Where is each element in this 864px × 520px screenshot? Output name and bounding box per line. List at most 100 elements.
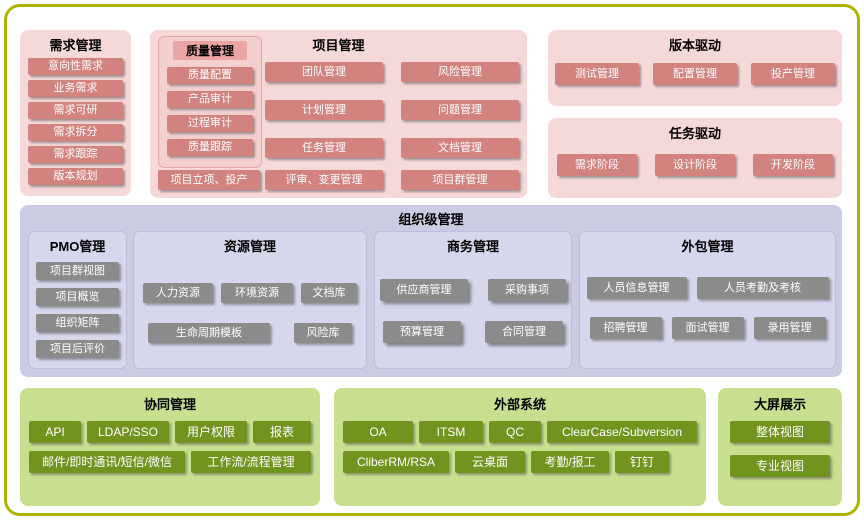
requirement-item-button[interactable]: 版本规划 <box>28 168 123 185</box>
pmo-title: PMO管理 <box>49 239 106 254</box>
panel-pmo: PMO管理 项目群视图 项目概览 组织矩阵 项目后评价 <box>28 231 127 369</box>
resource-item-button[interactable]: 环境资源 <box>221 283 293 303</box>
project-module-button[interactable]: 评审、变更管理 <box>265 170 383 190</box>
panel-external-systems: 外部系统 OA ITSM QC ClearCase/Subversion Cli… <box>334 388 706 506</box>
pmo-item-button[interactable]: 项目群视图 <box>36 262 119 280</box>
project-module-button[interactable]: 项目立项、投产 <box>158 170 260 190</box>
version-driven-title: 版本驱动 <box>668 38 721 53</box>
resource-row-2: 生命周期模板 风险库 <box>134 323 366 343</box>
requirement-item-button[interactable]: 业务需求 <box>28 80 123 97</box>
big-screen-view-button[interactable]: 整体视图 <box>730 421 830 443</box>
pmo-item-button[interactable]: 组织矩阵 <box>36 314 119 332</box>
pmo-item-button[interactable]: 项目后评价 <box>36 340 119 358</box>
project-module-button[interactable]: 风险管理 <box>401 62 519 82</box>
panel-requirements: 需求管理 意向性需求 业务需求 需求可研 需求拆分 需求跟踪 版本规划 <box>20 30 131 196</box>
panel-quality: 质量管理 质量配置 产品审计 过程审计 质量跟踪 <box>158 36 262 168</box>
outsourcing-item-button[interactable]: 面试管理 <box>671 317 744 339</box>
task-driven-button[interactable]: 需求阶段 <box>557 154 637 176</box>
collaboration-row-2: 邮件/即时通讯/短信/微信 工作流/流程管理 <box>20 451 320 473</box>
business-title: 商务管理 <box>446 239 499 254</box>
outsourcing-item-button[interactable]: 人员考勤及考核 <box>696 277 829 299</box>
requirement-item-button[interactable]: 意向性需求 <box>28 58 123 75</box>
external-system-button[interactable]: 云桌面 <box>455 451 525 473</box>
project-module-button[interactable]: 团队管理 <box>265 62 383 82</box>
panel-big-screen-display: 大屏展示 整体视图 专业视图 <box>718 388 842 506</box>
outsourcing-title: 外包管理 <box>681 239 734 254</box>
project-title: 项目管理 <box>312 38 365 53</box>
version-driven-list: 测试管理 配置管理 投产管理 <box>548 54 842 85</box>
version-driven-button[interactable]: 测试管理 <box>555 63 639 85</box>
requirement-item-button[interactable]: 需求拆分 <box>28 124 123 141</box>
big-screen-list: 整体视图 专业视图 <box>718 413 842 477</box>
outsourcing-row-1: 人员信息管理 人员考勤及考核 <box>580 277 835 299</box>
outsourcing-item-button[interactable]: 录用管理 <box>753 317 826 339</box>
external-system-button[interactable]: QC <box>489 421 541 443</box>
panel-collaboration: 协同管理 API LDAP/SSO 用户权限 报表 邮件/即时通讯/短信/微信 … <box>20 388 320 506</box>
resource-item-button[interactable]: 人力资源 <box>143 283 213 303</box>
collaboration-item-button[interactable]: 邮件/即时通讯/短信/微信 <box>29 451 185 473</box>
task-driven-button[interactable]: 开发阶段 <box>753 154 833 176</box>
outsourcing-row-2: 招聘管理 面试管理 录用管理 <box>580 317 835 339</box>
resource-item-button[interactable]: 文档库 <box>301 283 357 303</box>
requirement-item-button[interactable]: 需求跟踪 <box>28 146 123 163</box>
project-module-button[interactable]: 任务管理 <box>265 138 383 158</box>
big-screen-view-button[interactable]: 专业视图 <box>730 455 830 477</box>
panel-task-driven: 任务驱动 需求阶段 设计阶段 开发阶段 <box>548 118 842 198</box>
requirements-title: 需求管理 <box>49 38 102 53</box>
resource-item-button[interactable]: 生命周期模板 <box>148 323 270 343</box>
pmo-item-button[interactable]: 项目概览 <box>36 288 119 306</box>
outsourcing-item-button[interactable]: 人员信息管理 <box>586 277 687 299</box>
project-module-button[interactable]: 文档管理 <box>401 138 519 158</box>
external-system-button[interactable]: 考勤/报工 <box>531 451 609 473</box>
quality-item-button[interactable]: 质量跟踪 <box>167 139 253 156</box>
external-system-button[interactable]: ClearCase/Subversion <box>547 421 697 443</box>
external-system-button[interactable]: CliberRM/RSA <box>343 451 449 473</box>
quality-item-button[interactable]: 质量配置 <box>167 67 253 84</box>
external-system-button[interactable]: OA <box>343 421 413 443</box>
business-item-button[interactable]: 供应商管理 <box>380 279 468 301</box>
panel-version-driven: 版本驱动 测试管理 配置管理 投产管理 <box>548 30 842 106</box>
collaboration-title: 协同管理 <box>143 397 196 412</box>
panel-outsourcing: 外包管理 人员信息管理 人员考勤及考核 招聘管理 面试管理 录用管理 <box>579 231 836 369</box>
business-item-button[interactable]: 采购事项 <box>488 279 566 301</box>
project-module-button[interactable]: 项目群管理 <box>401 170 519 190</box>
external-row-2: CliberRM/RSA 云桌面 考勤/报工 钉钉 <box>334 451 706 473</box>
resource-title: 资源管理 <box>223 239 276 254</box>
requirement-item-button[interactable]: 需求可研 <box>28 102 123 119</box>
panel-organization: 组织级管理 PMO管理 项目群视图 项目概览 组织矩阵 项目后评价 资源管理 人… <box>20 205 842 377</box>
organization-title: 组织级管理 <box>398 212 464 227</box>
quality-item-button[interactable]: 产品审计 <box>167 91 253 108</box>
collaboration-item-button[interactable]: 工作流/流程管理 <box>191 451 311 473</box>
task-driven-list: 需求阶段 设计阶段 开发阶段 <box>548 142 842 176</box>
big-screen-title: 大屏展示 <box>753 397 806 412</box>
resource-row-1: 人力资源 环境资源 文档库 <box>134 283 366 303</box>
quality-item-button[interactable]: 过程审计 <box>167 115 253 132</box>
business-row-2: 预算管理 合同管理 <box>375 321 571 343</box>
project-module-button[interactable]: 计划管理 <box>265 100 383 120</box>
pmo-list: 项目群视图 项目概览 组织矩阵 项目后评价 <box>29 255 126 358</box>
external-systems-title: 外部系统 <box>493 397 546 412</box>
external-system-button[interactable]: ITSM <box>419 421 483 443</box>
project-module-grid: 团队管理 风险管理 计划管理 问题管理 任务管理 文档管理 <box>265 62 519 158</box>
requirements-list: 意向性需求 业务需求 需求可研 需求拆分 需求跟踪 版本规划 <box>20 54 131 185</box>
task-driven-title: 任务驱动 <box>668 126 721 141</box>
collaboration-item-button[interactable]: API <box>29 421 81 443</box>
business-item-button[interactable]: 合同管理 <box>485 321 563 343</box>
collaboration-row-1: API LDAP/SSO 用户权限 报表 <box>20 421 320 443</box>
business-row-1: 供应商管理 采购事项 <box>375 279 571 301</box>
version-driven-button[interactable]: 投产管理 <box>751 63 835 85</box>
panel-business: 商务管理 供应商管理 采购事项 预算管理 合同管理 <box>374 231 572 369</box>
project-module-button[interactable]: 问题管理 <box>401 100 519 120</box>
resource-item-button[interactable]: 风险库 <box>294 323 352 343</box>
collaboration-item-button[interactable]: LDAP/SSO <box>87 421 169 443</box>
collaboration-item-button[interactable]: 报表 <box>253 421 311 443</box>
task-driven-button[interactable]: 设计阶段 <box>655 154 735 176</box>
quality-title: 质量管理 <box>173 41 247 60</box>
external-system-button[interactable]: 钉钉 <box>615 451 669 473</box>
collaboration-item-button[interactable]: 用户权限 <box>175 421 247 443</box>
panel-resource: 资源管理 人力资源 环境资源 文档库 生命周期模板 风险库 <box>133 231 367 369</box>
outsourcing-item-button[interactable]: 招聘管理 <box>589 317 662 339</box>
version-driven-button[interactable]: 配置管理 <box>653 63 737 85</box>
business-item-button[interactable]: 预算管理 <box>383 321 461 343</box>
